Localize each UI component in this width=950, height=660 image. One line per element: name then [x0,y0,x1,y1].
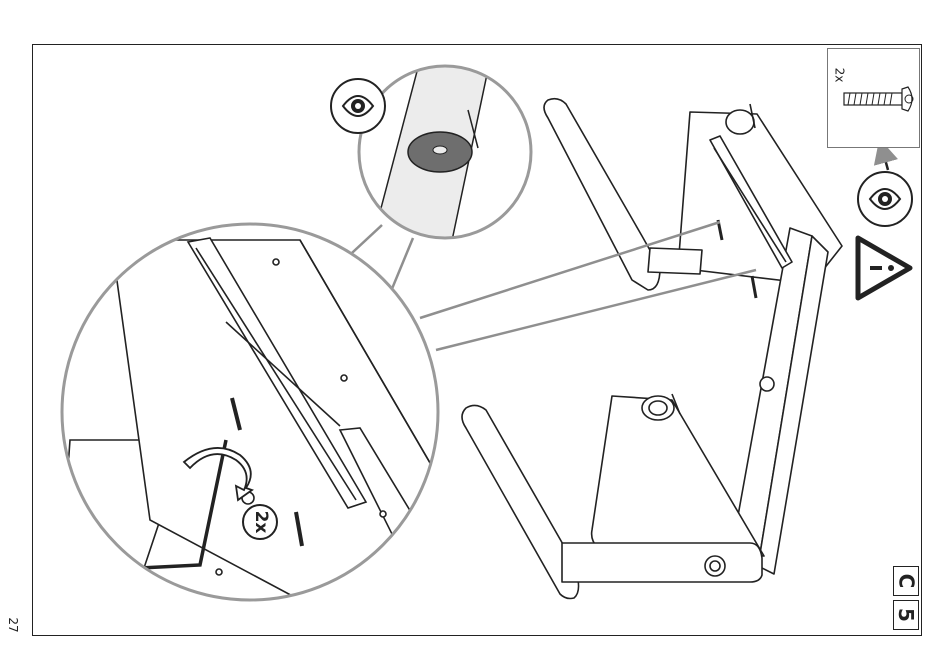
callout-quantity: 2x [251,507,271,537]
parts-quantity: 2x [832,68,846,83]
page-number: 27 [6,614,20,636]
step-number-badge: 5 [893,600,919,630]
eye-symbol-icon-parts [858,172,912,226]
step-section-badge: C [893,566,919,596]
step-number-label: 5 [894,608,918,622]
parts-panel [827,48,920,148]
warning-triangle-icon [858,238,910,298]
step-section-label: C [894,574,918,589]
detail-circle-large [60,224,440,610]
eye-symbol-icon [331,79,385,133]
screw-icon [828,49,921,149]
detail-circle-small [359,60,531,250]
